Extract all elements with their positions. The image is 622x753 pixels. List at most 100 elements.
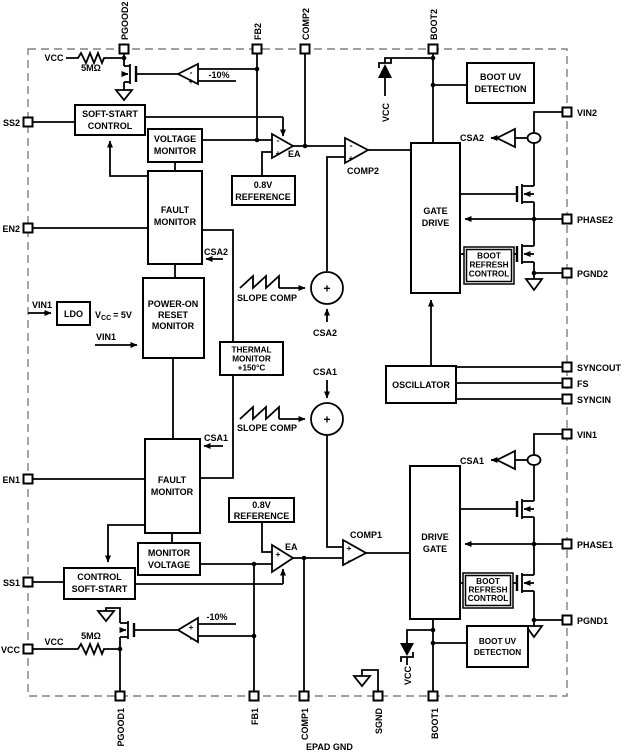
svg-text:0.8V: 0.8V (252, 500, 271, 510)
resistor-label-bottom: 5MΩ (81, 631, 101, 641)
block-monitor-voltage-1: MONITOR VOLTAGE (137, 542, 201, 576)
csa2-fault-monitor-label: CSA2 (204, 247, 228, 257)
pgood2-comparator-plus: + (189, 76, 194, 86)
svg-text:OSCILLATOR: OSCILLATOR (392, 380, 450, 390)
svg-text:BOOT UV: BOOT UV (480, 72, 521, 82)
pin-comp2 (299, 43, 311, 55)
pgood1-pullup-resistor (33, 641, 120, 657)
pin-label-boot2: BOOT2 (429, 9, 439, 40)
block-soft-start-control-2: SOFT-START CONTROL (74, 104, 146, 136)
pwm-comparator-2: - + COMP2 (344, 136, 379, 176)
comp1-minus: - (348, 555, 351, 565)
block-boot-uv-detection-2: BOOT UV DETECTION (466, 62, 535, 104)
floating-labels: VCC 5MΩ VCC 5MΩ CSA2 CSA1 VIN1 VIN1 VCC=… (32, 53, 353, 752)
pin-label-vin2: VIN2 (577, 108, 597, 118)
pin-en1 (22, 473, 34, 485)
vcc-label-top: VCC (44, 53, 64, 63)
svg-text:CONTROL: CONTROL (77, 572, 122, 582)
svg-text:0.8V: 0.8V (254, 180, 273, 190)
pin-boot1 (427, 690, 439, 702)
highside-mosfet-2 (515, 184, 534, 204)
svg-text:THERMAL: THERMAL (231, 346, 271, 355)
block-voltage-monitor-2: VOLTAGE MONITOR (147, 128, 203, 163)
comp1-label: COMP1 (350, 530, 382, 540)
pin-label-ss1: SS1 (3, 578, 20, 588)
wires (28, 50, 562, 691)
pin-ss2 (22, 116, 34, 128)
svg-text:MONITOR: MONITOR (148, 548, 191, 558)
svg-text:CONTROL: CONTROL (468, 594, 508, 603)
svg-text:REFRESH: REFRESH (469, 261, 508, 270)
boot-diode-2-vcc-label: VCC (381, 102, 391, 122)
comp2-minus: - (350, 140, 353, 150)
block-control-soft-start-1: CONTROL SOFT-START (63, 567, 136, 600)
svg-text:VOLTAGE: VOLTAGE (154, 134, 196, 144)
ground-symbol-pgood1 (96, 610, 116, 623)
slope-comp-label-1: SLOPE COMP (237, 423, 297, 433)
ea2-label: EA (288, 149, 301, 159)
pin-label-fb1: FB1 (250, 708, 260, 725)
pin-pgood2 (118, 43, 130, 55)
svg-text:DRIVE: DRIVE (422, 218, 450, 228)
blocks: SOFT-START CONTROL VOLTAGE MONITOR FAULT… (56, 62, 535, 668)
comp1-plus: + (347, 543, 352, 553)
pin-label-boot1: BOOT1 (430, 708, 440, 739)
pgood2-pullup-resistor (66, 50, 124, 66)
svg-text:VOLTAGE: VOLTAGE (148, 560, 190, 570)
pin-vin1 (561, 428, 573, 440)
block-oscillator: OSCILLATOR (385, 365, 457, 404)
summing-junctions: + SLOPE COMP CSA2 + SLOPE COMP CSA1 (237, 271, 344, 436)
block-fault-monitor-1: FAULT MONITOR (144, 438, 201, 534)
vin1-ldo-label: VIN1 (32, 300, 52, 310)
block-power-on-reset-monitor: POWER-ON RESET MONITOR (142, 277, 205, 359)
svg-text:BOOT: BOOT (476, 577, 500, 586)
boot-diode-1: VCC (400, 643, 414, 685)
svg-text:REFERENCE: REFERENCE (235, 192, 291, 202)
csa1-amp-label: CSA1 (460, 456, 484, 466)
pin-pgnd2 (561, 267, 573, 279)
pin-en2 (22, 222, 34, 234)
boot-diode-1-vcc-label: VCC (403, 665, 413, 685)
pin-ss1 (22, 576, 34, 588)
pin-comp1 (298, 690, 310, 702)
svg-text:DETECTION: DETECTION (474, 84, 526, 94)
minus10-label-1: -10% (206, 612, 227, 622)
block-fault-monitor-2: FAULT MONITOR (147, 170, 203, 265)
svg-text:GATE: GATE (423, 544, 447, 554)
mosfets (119, 64, 534, 639)
pin-vin2 (561, 106, 573, 118)
pin-phase1 (561, 538, 573, 550)
pgood1-comparator: + - -10% (176, 612, 228, 644)
comp2-label: COMP2 (347, 166, 379, 176)
svg-text:SOFT-START: SOFT-START (72, 584, 128, 594)
current-sense-amp-1: CSA1 (460, 449, 516, 471)
summer-1 (310, 402, 344, 436)
pin-sgnd (372, 690, 384, 702)
svg-text:POWER-ON: POWER-ON (148, 299, 199, 309)
block-boot-uv-detection-1: BOOT UV DETECTION (466, 625, 529, 668)
ea1-plus: + (276, 549, 281, 559)
summer-2 (310, 271, 344, 305)
resistor-label-top: 5MΩ (81, 63, 101, 73)
block-boot-refresh-control-1: BOOT REFRESH CONTROL (462, 572, 514, 609)
svg-text:MONITOR: MONITOR (151, 487, 194, 497)
current-sense-element-2 (526, 132, 542, 144)
svg-text:MONITOR: MONITOR (152, 321, 195, 331)
comp2-plus: + (349, 153, 354, 163)
svg-text:MONITOR: MONITOR (154, 217, 197, 227)
csa1-summer-label: CSA1 (313, 367, 337, 377)
svg-text:CONTROL: CONTROL (88, 121, 133, 131)
ground-symbol-pgnd1 (524, 625, 544, 639)
pin-label-comp1: COMP1 (300, 708, 310, 740)
svg-text:BOOT UV: BOOT UV (479, 637, 517, 646)
pin-label-phase1: PHASE1 (577, 540, 613, 550)
pin-label-comp2: COMP2 (301, 8, 311, 40)
csa1-fault-monitor-label: CSA1 (204, 433, 228, 443)
lowside-mosfet-2 (515, 244, 534, 264)
ea2-minus: - (277, 135, 280, 145)
svg-text:LDO: LDO (64, 309, 83, 319)
pin-label-vcc: VCC (1, 645, 21, 655)
pin-label-syncin: SYNCIN (577, 395, 611, 405)
